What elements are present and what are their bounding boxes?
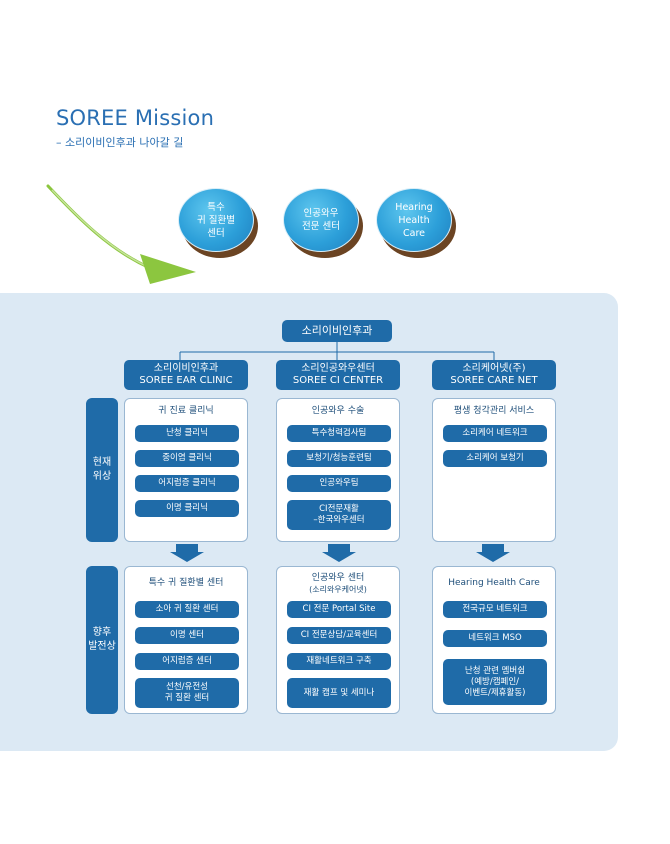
future-box-ci-center: 인공와우 센터 (소리와우케어넷) CI 전문 Portal Site CI 전…	[276, 566, 400, 714]
list-item: CI 전문상담/교육센터	[287, 627, 391, 644]
list-item: 이명 센터	[135, 627, 239, 644]
list-item: 네트워크 MSO	[443, 630, 547, 647]
page-title: SOREE Mission	[56, 106, 215, 130]
future-box-care-net: Hearing Health Care 전국규모 네트워크 네트워크 MSO 난…	[432, 566, 556, 714]
list-item: 보청기/청능훈련팀	[287, 450, 391, 467]
list-item: 소리케어 보청기	[443, 450, 547, 467]
list-item: 어지럼증 클리닉	[135, 475, 239, 492]
row-label-future: 향후 발전상	[86, 566, 118, 714]
row-label-current: 현재 위상	[86, 398, 118, 542]
list-item: CI 전문 Portal Site	[287, 601, 391, 618]
list-item: 소리케어 네트워크	[443, 425, 547, 442]
list-item: 이명 클리닉	[135, 500, 239, 517]
list-item: 전국규모 네트워크	[443, 601, 547, 618]
circle-ci-center: 인공와우 전문 센터	[283, 188, 363, 266]
list-item: 어지럼증 센터	[135, 653, 239, 670]
list-item: 난청 클리닉	[135, 425, 239, 442]
green-arrow-graphic	[46, 184, 196, 284]
current-box-care-net: 평생 청각관리 서비스 소리케어 네트워크 소리케어 보청기	[432, 398, 556, 542]
list-item: CI전문재활 –한국와우센터	[287, 500, 391, 530]
list-item: 인공와우팀	[287, 475, 391, 492]
current-box-ci-center: 인공와우 수술 특수청력검사팀 보청기/청능훈련팀 인공와우팀 CI전문재활 –…	[276, 398, 400, 542]
list-item: 재활네트워크 구축	[287, 653, 391, 670]
page-subtitle: – 소리이비인후과 나아갈 길	[56, 136, 184, 149]
future-box-ear-clinic: 특수 귀 질환별 센터 소아 귀 질환 센터 이명 센터 어지럼증 센터 선천/…	[124, 566, 248, 714]
root-node: 소리이비인후과	[282, 320, 392, 342]
list-item: 소아 귀 질환 센터	[135, 601, 239, 618]
list-item: 선천/유전성 귀 질환 센터	[135, 678, 239, 708]
list-item: 난청 관련 멤버쉽 (예방/캠페인/ 이벤트/제휴활동)	[443, 659, 547, 705]
current-box-ear-clinic: 귀 진료 클리닉 난청 클리닉 중이염 클리닉 어지럼증 클리닉 이명 클리닉	[124, 398, 248, 542]
list-item: 특수청력검사팀	[287, 425, 391, 442]
list-item: 재활 캠프 및 세미나	[287, 678, 391, 708]
circle-hearing-health-care: Hearing Health Care	[376, 188, 456, 266]
column-header-care-net: 소리케어넷(주)SOREE CARE NET	[432, 360, 556, 390]
list-item: 중이염 클리닉	[135, 450, 239, 467]
circle-special-ear-center: 특수 귀 질환별 센터	[178, 188, 258, 266]
